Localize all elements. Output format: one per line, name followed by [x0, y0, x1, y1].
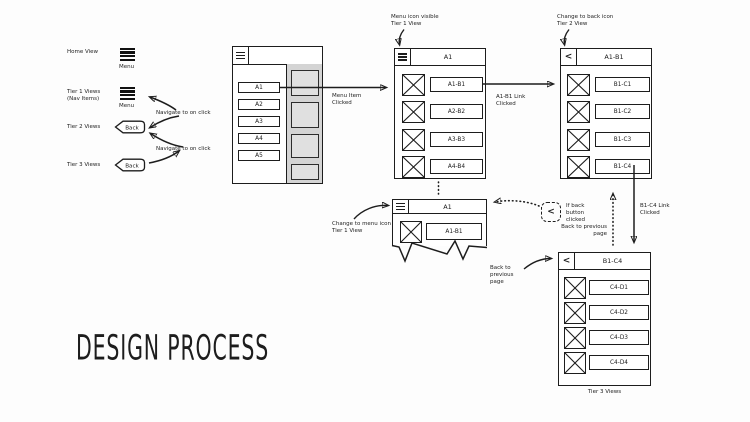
image-placeholder-icon [402, 156, 425, 178]
link-button-a3-b3[interactable]: A3-B3 [430, 132, 483, 147]
nav-item-button-a3[interactable]: A3 [238, 116, 280, 127]
legend-tier2-label: Tier 2 Views [67, 124, 101, 130]
dotted-arrow-back-to-tier1 [495, 201, 540, 207]
arrow-navigate-to-tier2-back [150, 115, 180, 128]
content-placeholder [291, 134, 319, 158]
back-icon[interactable]: < [541, 202, 561, 222]
image-placeholder-icon [564, 352, 586, 374]
link-button-c4-d4[interactable]: C4-D4 [589, 355, 649, 370]
image-placeholder-icon [564, 302, 586, 324]
link-button-a4-b4[interactable]: A4-B4 [430, 159, 483, 174]
nav-item-button-a2[interactable]: A2 [238, 99, 280, 110]
annotation-change-to-menu-icon: Change to menu icon Tier 1 View [332, 221, 391, 234]
menu-icon[interactable] [120, 46, 135, 63]
image-placeholder-icon [564, 277, 586, 299]
nav-item-button-a1[interactable]: A1 [238, 82, 280, 93]
image-placeholder-icon [402, 101, 425, 123]
legend-home-label: Home View [67, 49, 99, 55]
back-button-label: Back [125, 163, 139, 169]
legend-tier1-label: Tier 1 Views (Nav Items) [67, 89, 101, 102]
screen-tier3: < B1-C4 C4-D1 C4-D2 C4-D3 C4-D4 [558, 252, 651, 386]
nav-item-button-a5[interactable]: A5 [238, 150, 280, 161]
link-button-b1-c2[interactable]: B1-C2 [595, 104, 650, 119]
image-placeholder-icon [402, 74, 425, 96]
screen-title: A1 [443, 202, 452, 211]
link-button-c4-d2[interactable]: C4-D2 [589, 305, 649, 320]
link-button-b1-c1[interactable]: B1-C1 [595, 77, 650, 92]
page-title: DESIGN PROCESS [76, 328, 270, 369]
nav-item-button-a4[interactable]: A4 [238, 133, 280, 144]
legend-tier1-icon-caption: Menu [119, 103, 135, 109]
screen-home-menu: A1 A2 A3 A4 A5 [232, 46, 323, 184]
annotation-back-to-previous-page-2: Back to previous page [490, 265, 514, 285]
back-icon[interactable]: < [559, 253, 575, 269]
menu-icon[interactable] [393, 200, 409, 213]
menu-icon[interactable] [395, 49, 411, 65]
link-button-b1-c3[interactable]: B1-C3 [595, 132, 650, 147]
image-placeholder-icon [567, 101, 590, 123]
tier3-caption: Tier 3 Views [587, 389, 622, 395]
link-button-c4-d3[interactable]: C4-D3 [589, 330, 649, 345]
content-placeholder [291, 70, 319, 96]
content-placeholder [291, 164, 319, 180]
image-placeholder-icon [567, 74, 590, 96]
image-placeholder-icon [567, 156, 590, 178]
link-button-b1-c4[interactable]: B1-C4 [595, 159, 650, 174]
legend-tier3-label: Tier 3 Views [67, 162, 101, 168]
annotation-back-to-previous-page: Back to previous page [561, 224, 607, 237]
back-button[interactable]: Back [114, 120, 146, 134]
menu-icon[interactable] [120, 85, 135, 102]
annotation-change-to-back-icon: Change to back icon Tier 2 View [557, 14, 614, 27]
navigate-on-click-note-1: Navigate to on click [156, 110, 211, 116]
image-placeholder-icon [402, 129, 425, 151]
screen-title: A1 [443, 53, 453, 61]
arrow-menu-icon-visible [399, 29, 405, 45]
link-button-a2-b2[interactable]: A2-B2 [430, 104, 483, 119]
back-icon[interactable]: < [561, 49, 577, 65]
arrow-change-to-menu-icon [353, 205, 388, 220]
menu-icon[interactable] [233, 47, 249, 64]
screen-title: B1-C4 [602, 257, 623, 265]
image-placeholder-icon [564, 327, 586, 349]
link-button-a1-b1[interactable]: A1-B1 [430, 77, 483, 92]
arrow-navigate-to-tier2-back-2 [151, 134, 184, 148]
annotation-menu-icon-visible: Menu icon visible Tier 1 View [391, 14, 439, 27]
link-button-c4-d1[interactable]: C4-D1 [589, 280, 649, 295]
image-placeholder-icon [567, 129, 590, 151]
legend-home-icon-caption: Menu [119, 64, 135, 70]
annotation-menu-item-clicked: Menu Item Clicked [332, 93, 362, 106]
content-placeholder [291, 102, 319, 128]
screen-tier1: A1 A1-B1 A2-B2 A3-B3 A4-B4 [394, 48, 486, 179]
arrow-navigate-to-menu [150, 97, 177, 111]
arrow-change-to-back-icon [564, 29, 570, 45]
back-button[interactable]: Back [114, 158, 146, 172]
link-button-a1-b1[interactable]: A1-B1 [426, 223, 482, 240]
screen-tier2: < A1-B1 B1-C1 B1-C2 B1-C3 B1-C4 [560, 48, 652, 179]
annotation-a1b1-link-clicked: A1-B1 Link Clicked [496, 94, 526, 107]
arrow-back-to-previous-tier3 [523, 259, 551, 270]
navigate-on-click-note-2: Navigate to on click [156, 146, 211, 152]
back-button-label: Back [125, 125, 139, 131]
screen-tier1-return: A1 A1-B1 [392, 199, 487, 246]
dimmed-content-panel [286, 64, 322, 183]
header-divider [233, 64, 322, 65]
annotation-if-back-clicked: If back button clicked [566, 203, 585, 223]
annotation-b1c4-link-clicked: B1-C4 Link Clicked [640, 203, 670, 216]
image-placeholder-icon [400, 221, 422, 243]
screen-title: A1-B1 [604, 53, 624, 61]
